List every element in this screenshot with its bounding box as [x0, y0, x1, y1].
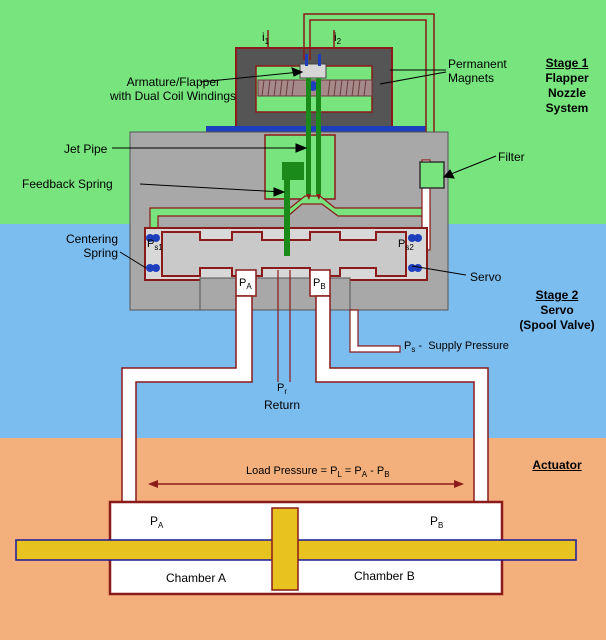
chamber-b-label: Chamber B	[354, 569, 415, 583]
load-pressure-label: Load Pressure = PL = PA - PB	[246, 465, 390, 479]
actuator-title: Actuator	[532, 458, 582, 472]
stage1-title: Stage 1 Flapper Nozzle System	[530, 56, 604, 116]
filter-label: Filter	[498, 150, 525, 164]
chamber-a-label: Chamber A	[166, 571, 227, 585]
jet-pipe-label: Jet Pipe	[64, 142, 108, 156]
load-pressure-arrow	[148, 480, 464, 488]
current-i1-label: i1	[262, 30, 270, 46]
coil-wires	[267, 13, 435, 160]
actuator-cylinder	[15, 500, 577, 596]
current-i2-label: i2	[334, 30, 342, 46]
stage1-line3: System	[545, 101, 589, 115]
chamber-a-pressure: PA	[150, 514, 164, 530]
stage2-label: Stage 2	[535, 288, 579, 302]
stage1-line2: Nozzle	[547, 86, 586, 100]
chamber-b-pressure: PB	[430, 514, 444, 530]
leader-lines	[112, 67, 497, 276]
feedback-spring-label: Feedback Spring	[22, 177, 113, 191]
feedback-spring	[284, 180, 290, 256]
stage1-line1: Flapper	[545, 71, 589, 85]
pr-label: Pr	[277, 382, 288, 396]
servo-label: Servo	[470, 270, 502, 284]
stage2-title: Stage 2 Servo (Spool Valve)	[510, 288, 604, 333]
supply-pressure-label: Ps - Supply Pressure	[404, 340, 509, 354]
stage2-line1: Servo	[540, 303, 574, 317]
torque-motor	[206, 47, 426, 132]
return-label: Return	[264, 398, 301, 412]
ps2-label: Ps2	[398, 238, 414, 252]
stage1-label: Stage 1	[545, 56, 589, 70]
jet-pipe-assembly	[282, 78, 321, 256]
pb-port-label: PB	[313, 277, 326, 291]
ps1-label: Ps1	[147, 238, 163, 252]
feedback-block	[282, 162, 304, 180]
filter	[419, 161, 445, 189]
pa-port-label: PA	[239, 277, 252, 291]
stage2-line2: (Spool Valve)	[519, 318, 595, 332]
armature	[299, 63, 327, 79]
